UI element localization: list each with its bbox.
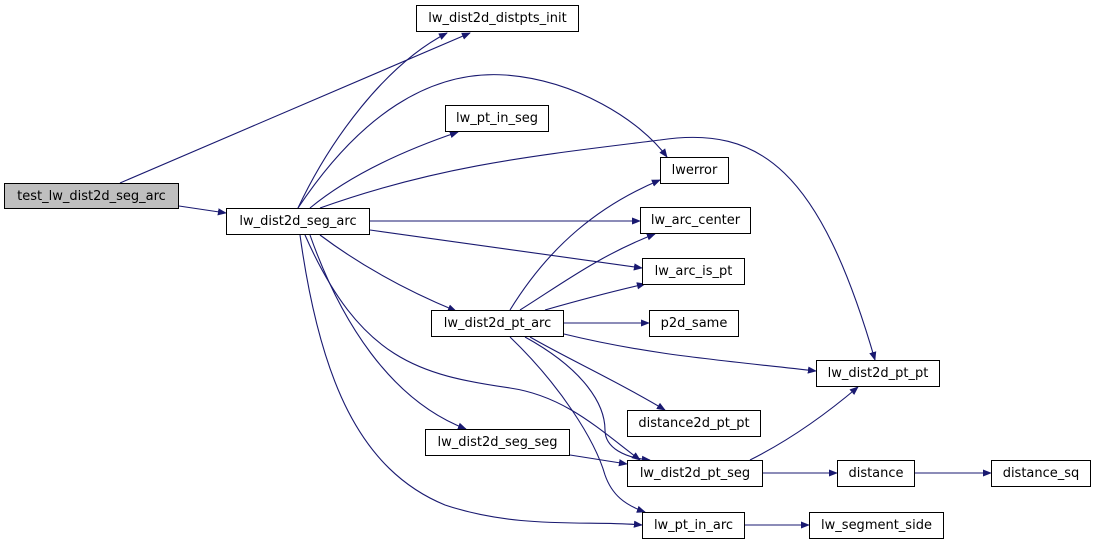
edge-lw-dist2d-pt-arc-to-lw-pt-in-arc <box>509 336 646 513</box>
node-lw-segment-side[interactable]: lw_segment_side <box>809 512 944 539</box>
node-label: distance <box>848 466 904 481</box>
edge-lw-dist2d-pt-arc-to-lw-arc-is-pt <box>544 282 646 311</box>
edge-lw-dist2d-seg-arc-to-lw-dist2d-pt-seg <box>304 234 641 461</box>
edge-lw-dist2d-seg-arc-to-lw-dist2d-pt-arc <box>319 234 457 312</box>
edge-lw-dist2d-pt-arc-to-lwerror <box>509 179 661 311</box>
node-distance2d-pt-pt[interactable]: distance2d_pt_pt <box>627 410 761 437</box>
node-label: test_lw_dist2d_seg_arc <box>17 188 166 204</box>
node-label: lw_dist2d_seg_arc <box>239 214 357 229</box>
edge-lw-dist2d-seg-seg-to-lw-dist2d-pt-seg <box>569 454 628 467</box>
node-lw-dist2d-seg-seg[interactable]: lw_dist2d_seg_seg <box>425 429 570 456</box>
node-label: lw_pt_in_seg <box>456 111 538 126</box>
edge-lw-dist2d-pt-seg-to-lw-dist2d-pt-pt <box>749 386 859 461</box>
node-label: lw_dist2d_pt_pt <box>827 366 929 381</box>
node-lw-dist2d-pt-seg[interactable]: lw_dist2d_pt_seg <box>627 460 763 487</box>
node-label: lw_dist2d_seg_seg <box>437 435 558 450</box>
node-label: lw_dist2d_pt_seg <box>639 466 751 481</box>
node-lw-dist2d-pt-pt[interactable]: lw_dist2d_pt_pt <box>816 360 940 387</box>
edge-lw-dist2d-seg-arc-to-lwerror <box>297 74 668 209</box>
node-lw-dist2d-distpts-init[interactable]: lw_dist2d_distpts_init <box>416 5 579 32</box>
node-lw-pt-in-seg[interactable]: lw_pt_in_seg <box>445 105 549 132</box>
node-p2d-same[interactable]: p2d_same <box>649 310 739 337</box>
edge-lw-dist2d-seg-arc-to-lw-dist2d-seg-seg <box>309 234 467 430</box>
node-label: lw_dist2d_distpts_init <box>428 11 567 26</box>
edge-test-lw-dist2d-seg-arc-to-lw-dist2d-seg-arc <box>178 205 227 216</box>
edge-lw-dist2d-pt-arc-to-lw-arc-center <box>519 233 656 311</box>
node-test-lw-dist2d-seg-arc: test_lw_dist2d_seg_arc <box>4 183 179 209</box>
node-lw-arc-is-pt[interactable]: lw_arc_is_pt <box>642 258 745 285</box>
node-lw-dist2d-seg-arc[interactable]: lw_dist2d_seg_arc <box>226 208 370 235</box>
node-distance[interactable]: distance <box>837 460 915 487</box>
edge-lw-dist2d-seg-arc-to-lw-dist2d-distpts-init <box>297 32 448 209</box>
node-label: distance_sq <box>1002 466 1080 481</box>
node-label: distance2d_pt_pt <box>638 416 750 431</box>
edge-lw-dist2d-seg-arc-to-lw-dist2d-pt-pt <box>319 136 877 361</box>
node-label: lw_segment_side <box>821 518 932 533</box>
node-label: lw_arc_is_pt <box>654 264 733 279</box>
node-lw-pt-in-arc[interactable]: lw_pt_in_arc <box>642 512 745 539</box>
node-label: lwerror <box>671 163 718 178</box>
node-label: lw_dist2d_pt_arc <box>443 316 552 331</box>
edge-lw-dist2d-pt-arc-to-lw-dist2d-pt-pt <box>563 333 817 374</box>
node-lw-dist2d-pt-arc[interactable]: lw_dist2d_pt_arc <box>431 310 564 337</box>
edge-lw-dist2d-pt-arc-to-distance2d-pt-pt <box>529 336 666 411</box>
edge-lw-dist2d-seg-arc-to-lw-arc-is-pt <box>369 229 643 271</box>
edge-test-lw-dist2d-seg-arc-to-lw-dist2d-distpts-init <box>119 32 471 184</box>
node-lwerror[interactable]: lwerror <box>660 157 729 184</box>
node-label: p2d_same <box>660 316 728 331</box>
node-label: lw_pt_in_arc <box>653 518 734 533</box>
node-lw-arc-center[interactable]: lw_arc_center <box>640 207 751 234</box>
edge-lw-dist2d-pt-arc-to-lw-dist2d-pt-seg <box>524 336 651 463</box>
edge-lw-dist2d-seg-arc-to-lw-pt-in-seg <box>309 131 459 209</box>
edge-lw-dist2d-seg-arc-to-lw-pt-in-arc <box>299 234 643 528</box>
node-label: lw_arc_center <box>650 213 741 228</box>
node-distance-sq[interactable]: distance_sq <box>991 460 1091 487</box>
